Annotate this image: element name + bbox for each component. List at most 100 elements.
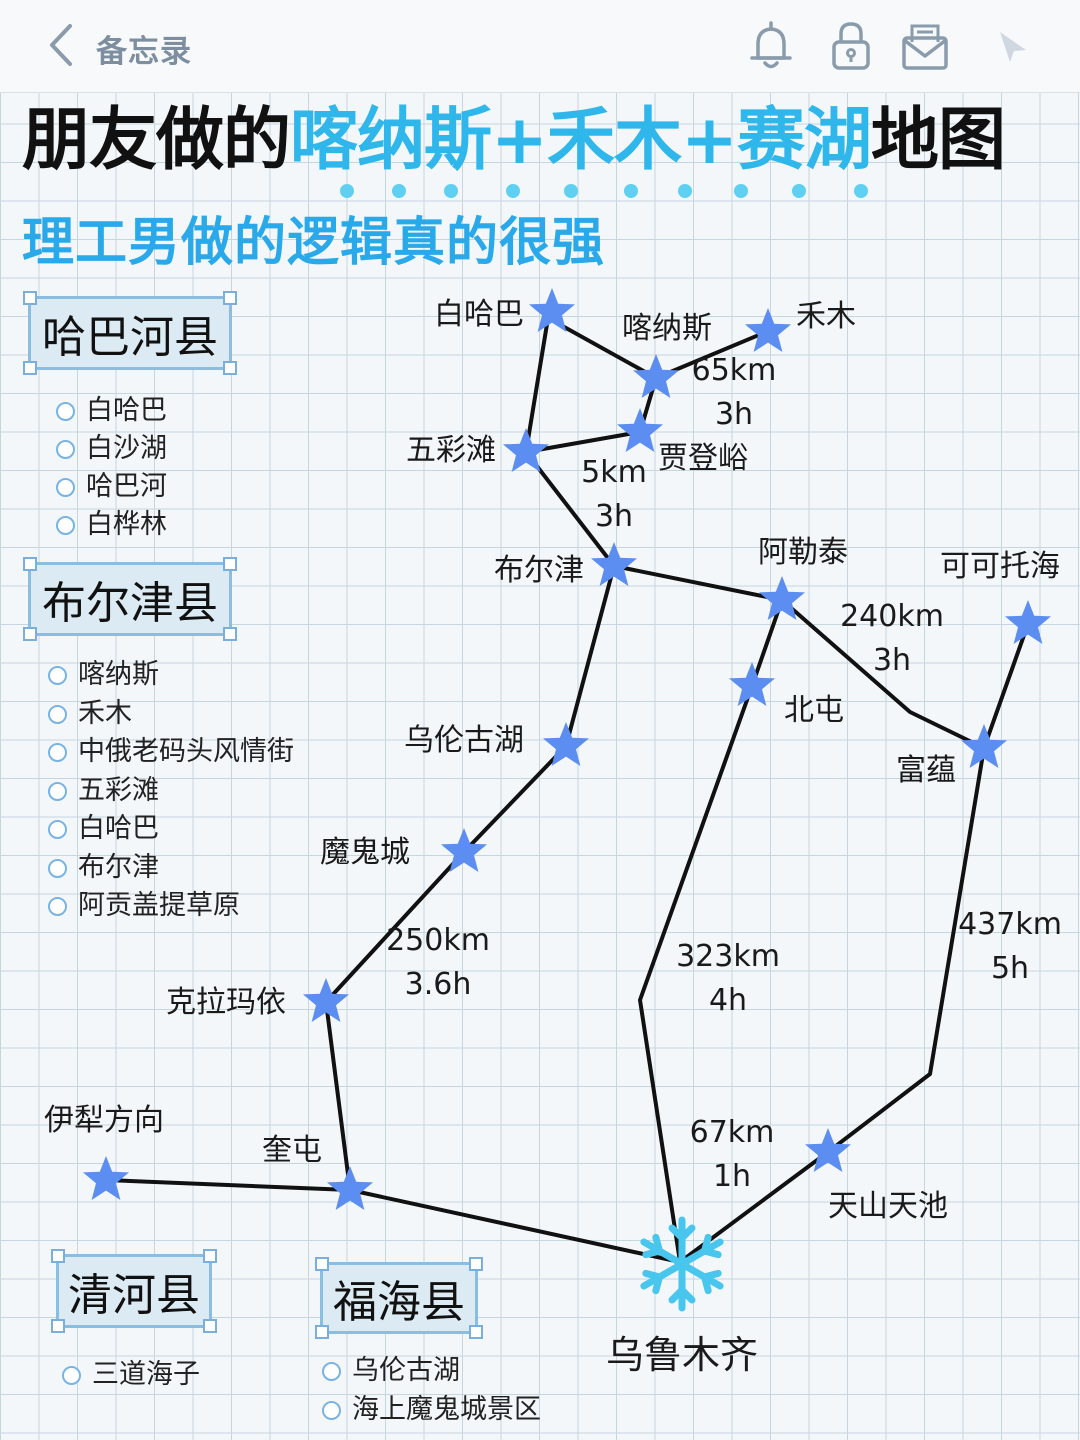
title-highlight: 喀纳斯+禾木+赛湖	[290, 101, 872, 180]
habahe-list: 白哈巴 白沙湖 哈巴河 白桦林	[56, 392, 167, 544]
place-label-burqin: 布尔津	[494, 553, 584, 588]
list-item: 三道海子	[62, 1356, 200, 1394]
list-item: 喀纳斯	[48, 656, 294, 695]
place-label-kanas: 喀纳斯	[622, 311, 712, 346]
place-label-fuyun: 富蕴	[896, 753, 956, 788]
list-item: 五彩滩	[48, 772, 294, 811]
list-item: 白哈巴	[48, 810, 294, 849]
page-subtitle: 理工男做的逻辑真的很强	[22, 213, 606, 273]
place-label-kuitun: 奎屯	[262, 1133, 322, 1168]
star-icon-kanas[interactable]	[633, 354, 679, 398]
place-label-jiadengyu: 贾登峪	[658, 441, 748, 476]
route-devilcity-karamay	[324, 850, 466, 1004]
county-name: 清河县	[68, 1270, 200, 1321]
list-item: 乌伦古湖	[322, 1352, 541, 1391]
top-bar: 备忘录	[0, 0, 1080, 93]
route-yili-kuitun	[104, 1178, 352, 1192]
place-label-wucaitan: 五彩滩	[406, 433, 496, 468]
mail-icon[interactable]	[900, 20, 950, 72]
distance-km-fuyun-tianchi: 437km	[958, 907, 1062, 942]
county-name: 布尔津县	[42, 578, 218, 629]
route-ulungur-devilcity	[462, 744, 568, 854]
title-part-1: 朋友做的	[22, 101, 291, 180]
list-item: 白沙湖	[56, 430, 167, 468]
place-label-keketuohai: 可可托海	[940, 549, 1060, 584]
route-wucaitan-jiadengyu	[524, 430, 642, 454]
route-tianchi-urumqi	[678, 1150, 830, 1264]
distance-km-beitun-urumqi: 323km	[676, 939, 780, 974]
place-label-tianchi: 天山天池	[828, 1189, 948, 1224]
star-markers	[83, 288, 1051, 1210]
route-burqin-ulungur	[564, 564, 616, 748]
county-name: 哈巴河县	[42, 312, 218, 363]
place-label-karamay: 克拉玛依	[166, 985, 286, 1020]
list-item: 禾木	[48, 695, 294, 734]
route-baihaba-wucaitan	[524, 316, 550, 454]
star-icon-kuitun[interactable]	[327, 1166, 373, 1210]
route-burqin-altay	[612, 564, 784, 602]
list-item: 海上魔鬼城景区	[322, 1391, 541, 1430]
star-icon-fuyun[interactable]	[961, 724, 1007, 768]
back-chevron-icon[interactable]	[40, 20, 90, 70]
route-wucaitan-burqin	[524, 450, 616, 568]
distance-km-wucaitan-burqin: 5km	[581, 455, 647, 490]
distance-time-altay-fuyun: 3h	[873, 643, 911, 678]
star-icon-jiadengyu[interactable]	[617, 408, 663, 452]
route-kuitun-urumqi	[348, 1188, 682, 1264]
bell-icon[interactable]	[746, 20, 796, 72]
list-item: 布尔津	[48, 849, 294, 888]
list-item: 白哈巴	[56, 392, 167, 430]
route-lines	[104, 316, 1030, 1264]
route-keketuohai-fuyun	[982, 622, 1030, 750]
place-label-urumqi: 乌鲁木齐	[606, 1333, 758, 1377]
route-altay-beitun-urumqi	[638, 598, 784, 1264]
app-title[interactable]: 备忘录	[96, 34, 192, 70]
fuhai-list: 乌伦古湖 海上魔鬼城景区	[322, 1352, 541, 1429]
list-item: 哈巴河	[56, 468, 167, 506]
lock-icon[interactable]	[826, 20, 876, 72]
page-title: 朋友做的喀纳斯+禾木+赛湖地图	[22, 101, 1006, 180]
list-item: 白桦林	[56, 506, 167, 544]
star-icon-keketuohai[interactable]	[1005, 600, 1051, 644]
star-icon-baihaba[interactable]	[529, 288, 575, 332]
distance-time-tianchi-urumqi: 1h	[713, 1159, 751, 1194]
county-box-fuhai: 福海县	[315, 1257, 483, 1339]
route-fuyun-tianchi	[826, 746, 986, 1154]
place-label-ulungur: 乌伦古湖	[404, 723, 524, 758]
star-icon-burqin[interactable]	[591, 542, 637, 586]
star-icon-hemu[interactable]	[745, 308, 791, 352]
distance-km-kanas-jiadengyu: 65km	[692, 353, 777, 388]
distance-km-tianchi-urumqi: 67km	[690, 1115, 775, 1150]
star-icon-wucaitan[interactable]	[503, 428, 549, 472]
title-part-2: 地图	[870, 101, 1006, 180]
share-arrow-icon[interactable]	[994, 20, 1044, 72]
county-box-burqin: 布尔津县	[23, 557, 237, 641]
list-item: 阿贡盖提草原	[48, 887, 294, 926]
snowflake-icon[interactable]	[639, 1216, 725, 1312]
place-label-devilcity: 魔鬼城	[320, 835, 410, 870]
distance-time-kanas-jiadengyu: 3h	[715, 397, 753, 432]
route-baihaba-kanas	[546, 316, 658, 380]
qinghe-list: 三道海子	[62, 1356, 200, 1394]
distance-km-devilcity-karamay: 250km	[386, 923, 490, 958]
distance-time-wucaitan-burqin: 3h	[595, 499, 633, 534]
place-label-baihaba: 白哈巴	[434, 297, 524, 332]
distance-km-altay-fuyun: 240km	[840, 599, 944, 634]
distance-time-beitun-urumqi: 4h	[709, 983, 747, 1018]
place-label-hemu: 禾木	[796, 299, 856, 334]
burqin-list: 喀纳斯 禾木 中俄老码头风情街 五彩滩 白哈巴 布尔津 阿贡盖提草原	[48, 656, 294, 926]
place-label-yili: 伊犁方向	[44, 1103, 164, 1138]
star-icon-yili[interactable]	[83, 1156, 129, 1200]
route-altay-fuyun	[780, 598, 986, 750]
place-label-altay: 阿勒泰	[758, 535, 848, 570]
star-icon-beitun[interactable]	[729, 662, 775, 706]
county-box-qinghe: 清河县	[51, 1249, 217, 1333]
county-box-habahe: 哈巴河县	[23, 291, 237, 375]
distance-time-devilcity-karamay: 3.6h	[405, 967, 472, 1002]
county-name: 福海县	[333, 1277, 465, 1328]
route-karamay-kuitun	[324, 1000, 352, 1192]
list-item: 中俄老码头风情街	[48, 733, 294, 772]
place-label-beitun: 北屯	[784, 693, 844, 728]
star-icon-ulungur[interactable]	[543, 722, 589, 766]
